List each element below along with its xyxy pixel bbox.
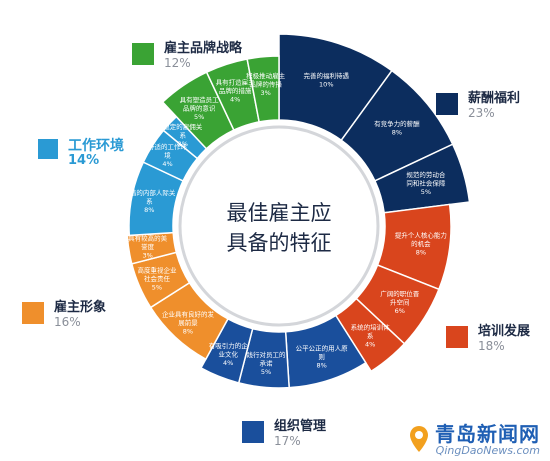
category-env: 工作环境 14%: [38, 138, 124, 169]
segment-7-pct: 5%: [261, 368, 271, 376]
segment-9-label: 展前景: [178, 318, 198, 327]
segment-3-label: 的机会: [411, 239, 431, 248]
segment-5-label: 系: [367, 331, 374, 340]
category-salary-name: 薪酬福利: [468, 91, 521, 106]
category-image: 雇主形象 16%: [22, 300, 107, 330]
segment-14-label: 稳定的雇佣关: [163, 122, 203, 131]
segment-15-label: 品牌的意识: [183, 104, 216, 113]
segment-6-pct: 8%: [316, 362, 326, 370]
segment-1-pct: 8%: [392, 129, 402, 137]
segment-10-pct: 5%: [152, 283, 162, 291]
segment-4-label: 升空间: [390, 298, 410, 307]
category-org: 组织管理 17%: [242, 419, 327, 449]
segment-13-pct: 4%: [162, 160, 172, 168]
category-salary-pct: 23%: [468, 105, 495, 120]
segment-17-pct: 3%: [260, 89, 270, 97]
segment-2-label: 规范的劳动合: [406, 170, 446, 179]
category-training-pct: 18%: [478, 338, 505, 353]
segment-0-label: 完善的福利待遇: [304, 71, 350, 80]
segment-5-pct: 4%: [365, 341, 375, 349]
segment-6-label: 公平公正的用人原: [296, 344, 349, 353]
category-training: 培训发展 18%: [446, 324, 531, 354]
center-ring: [178, 125, 380, 327]
segment-layer: [126, 33, 471, 389]
segment-4-pct: 6%: [395, 307, 405, 315]
segment-1-label: 有竞争力的薪酬: [374, 119, 420, 128]
watermark: 青岛新闻网 QingDaoNews.com: [435, 418, 540, 457]
segment-8-label: 有吸引力的企: [209, 341, 249, 350]
segment-14-pct: 2%: [178, 140, 188, 148]
segment-12-label: 系: [146, 196, 153, 205]
center-disc: [173, 120, 385, 332]
segment-8-pct: 4%: [223, 359, 233, 367]
category-brand-swatch: [132, 43, 154, 65]
category-env-name: 工作环境: [68, 138, 124, 154]
segment-17-label: 品牌的传播: [249, 80, 282, 89]
category-training-name: 培训发展: [478, 324, 531, 339]
center-title-line-2: 具备的特征: [227, 231, 332, 255]
segment-15-pct: 5%: [194, 113, 204, 121]
segment-15-label: 具有塑造员工: [180, 95, 220, 104]
watermark-brand: 青岛新闻网: [435, 422, 540, 446]
segment-0-pct: 10%: [319, 81, 333, 89]
segment-17-label: 积极推动雇主: [246, 71, 286, 80]
category-org-swatch: [242, 421, 264, 443]
category-image-name: 雇主形象: [54, 300, 107, 315]
segment-3-pct: 8%: [416, 248, 426, 256]
segment-8-label: 业文化: [218, 349, 238, 358]
watermark-url: QingDaoNews.com: [435, 444, 540, 457]
segment-16-pct: 4%: [230, 95, 240, 103]
segment-16-label: 具有打造雇主: [216, 77, 256, 86]
segment-7-label: 践行对员工的: [247, 350, 287, 359]
category-brand-pct: 12%: [164, 55, 191, 70]
segment-4-label: 广阔的职位晋: [380, 289, 420, 298]
segment-6-label: 则: [318, 353, 325, 361]
segment-11-pct: 3%: [142, 251, 152, 259]
category-env-swatch: [38, 139, 58, 159]
center-title-line-1: 最佳雇主应: [227, 201, 332, 225]
category-brand: 雇主品牌战略 12%: [132, 41, 243, 71]
segment-13-label: 舒适的工作环: [148, 142, 188, 151]
segment-13-label: 境: [164, 150, 171, 159]
segment-label-layer: 完善的福利待遇10%有竞争力的薪酬8%规范的劳动合同和社会保障5%提升个人核心能…: [123, 71, 447, 376]
segment-5-label: 系统的培训体: [351, 323, 391, 332]
category-image-swatch: [22, 302, 44, 324]
category-salary-swatch: [436, 93, 458, 115]
segment-14-label: 系: [180, 131, 187, 140]
segment-2-label: 同和社会保障: [406, 178, 446, 187]
category-image-pct: 16%: [54, 314, 81, 329]
segment-9-pct: 8%: [183, 327, 193, 335]
segment-12-pct: 8%: [144, 206, 154, 214]
segment-12-label: 和谐的内部人际关: [123, 188, 176, 197]
segment-3-label: 提升个人核心能力: [395, 230, 447, 239]
category-brand-name: 雇主品牌战略: [164, 41, 243, 56]
category-org-name: 组织管理: [274, 419, 327, 434]
segment-11-label: 具有较高的美: [128, 233, 168, 242]
category-env-pct: 14%: [68, 153, 100, 169]
segment-9-label: 企业具有良好的发: [162, 309, 215, 318]
pin-logo-icon: [410, 426, 428, 452]
segment-2-pct: 5%: [421, 188, 431, 196]
segment-10-label: 高度重视企业: [137, 265, 177, 274]
category-salary: 薪酬福利 23%: [436, 91, 521, 121]
segment-10-label: 社会责任: [144, 274, 171, 283]
category-training-swatch: [446, 326, 468, 348]
category-org-pct: 17%: [274, 433, 301, 448]
segment-11-label: 誉度: [141, 242, 155, 251]
segment-7-label: 承诺: [260, 358, 274, 367]
segment-16-label: 品牌的措施: [219, 86, 252, 95]
